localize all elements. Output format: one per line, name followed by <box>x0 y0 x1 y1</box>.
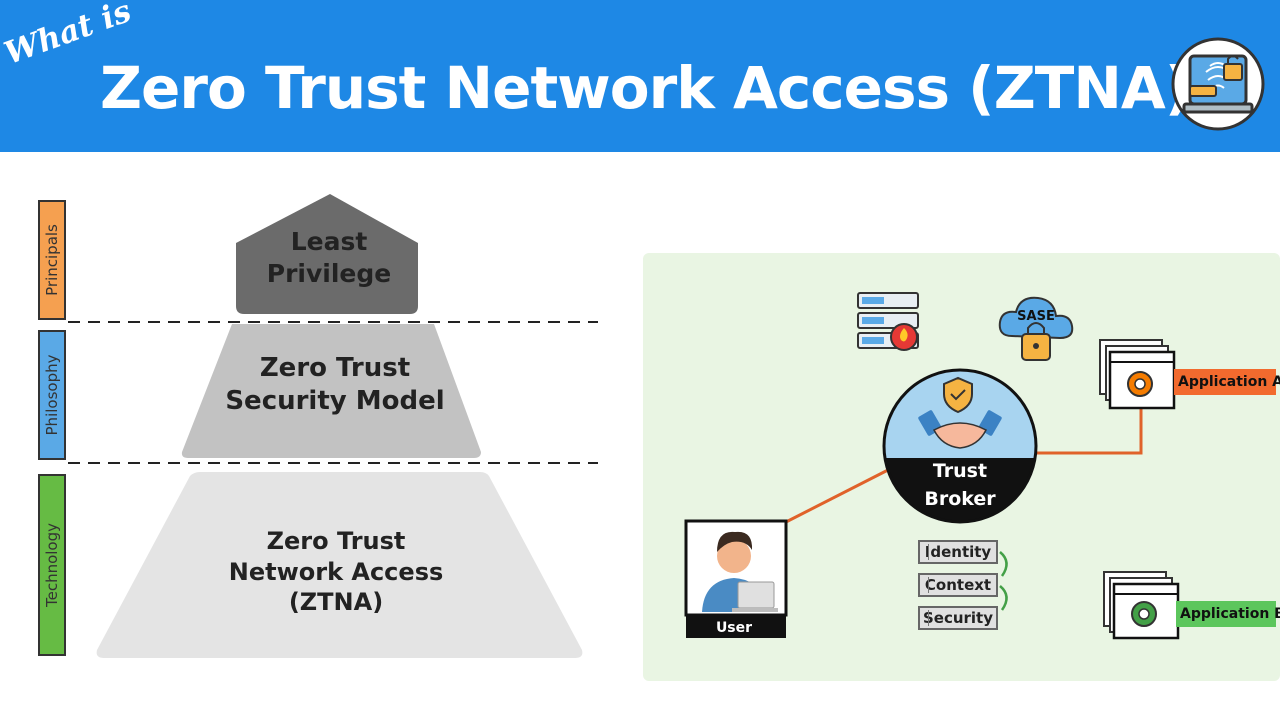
broker-app-a-connector <box>1036 400 1143 455</box>
app-a-window-icon <box>1099 339 1176 410</box>
app-b-tag <box>1176 601 1276 627</box>
fingerprint-lock-icon <box>1171 37 1265 131</box>
server-firewall-icon <box>857 292 919 351</box>
tier-security-model-shape <box>181 324 481 458</box>
technology-label: Technology <box>38 474 66 656</box>
title-banner: What is Zero Trust Network Access (ZTNA)… <box>0 0 1280 152</box>
app-b-window-icon <box>1103 571 1180 640</box>
identity-context-arrow <box>999 551 1008 577</box>
handshake-shield-icon <box>918 376 1002 449</box>
pyramid-diagram <box>68 194 598 658</box>
context-check: Context <box>918 573 998 597</box>
app-b-label: Application B <box>1180 606 1280 622</box>
philosophy-label: Philosophy <box>38 330 66 460</box>
tier-security-model: Zero Trust Security Model <box>225 353 445 417</box>
tier-ztna-shape <box>96 472 583 658</box>
user-broker-connector <box>785 468 889 524</box>
identity-check: Identity <box>918 540 998 564</box>
context-security-arrow <box>999 585 1008 611</box>
app-a-tag <box>1174 369 1276 395</box>
tier-least-privilege-shape <box>236 194 418 314</box>
sase-label: SASE <box>1017 309 1055 324</box>
broker-label-line1: Trust <box>933 460 987 482</box>
user-label: User <box>716 620 752 636</box>
broker-label-line2: Broker <box>924 488 996 510</box>
app-a-label: Application A <box>1178 374 1280 390</box>
security-check: Security <box>918 606 998 630</box>
principals-label: Principals <box>38 200 66 320</box>
sase-cloud-icon <box>998 296 1074 361</box>
user-avatar-icon <box>702 531 778 612</box>
tier-least-privilege: Least Privilege <box>266 227 392 288</box>
tier-ztna: Zero Trust Network Access (ZTNA) <box>228 527 444 617</box>
page-title: Zero Trust Network Access (ZTNA) ? <box>100 54 1243 122</box>
